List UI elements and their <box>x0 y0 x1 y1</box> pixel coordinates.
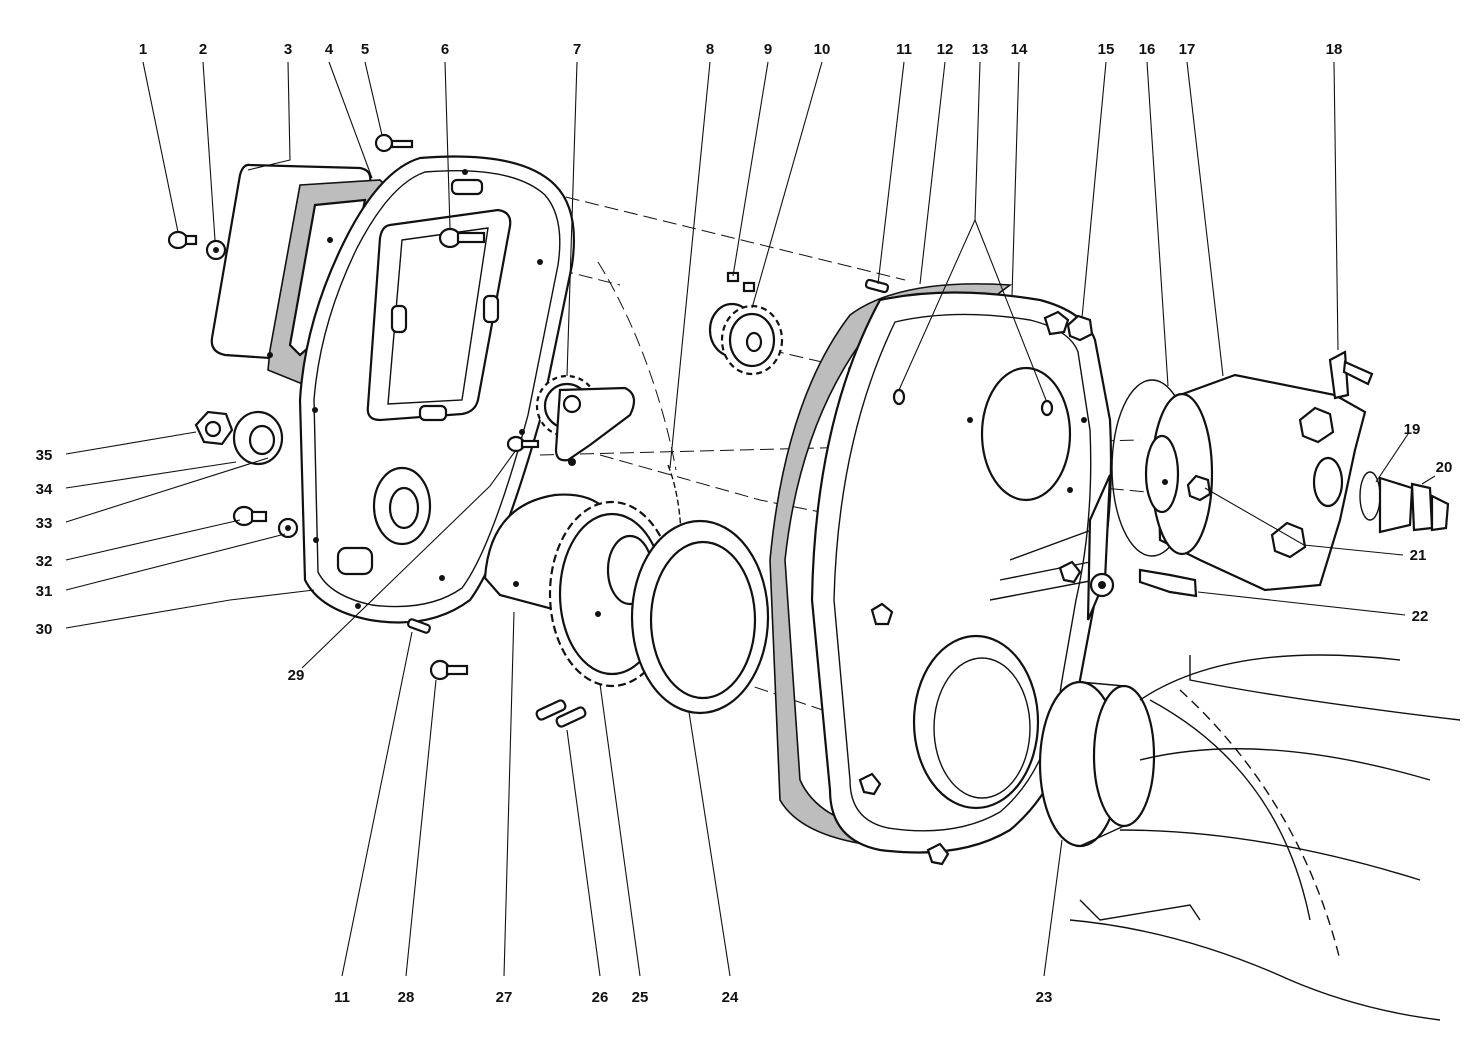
bolt-28 <box>429 659 469 681</box>
label-31: 31 <box>36 583 53 600</box>
label-35: 35 <box>36 447 53 464</box>
oil-seal <box>630 519 770 715</box>
drive-sprocket-with-hub <box>708 271 784 376</box>
label-29: 29 <box>288 667 305 684</box>
stud-29 <box>506 435 540 453</box>
crankshaft-background <box>1069 654 1461 1021</box>
label-26: 26 <box>592 989 609 1006</box>
nut-15 <box>1066 314 1094 342</box>
label-8: 8 <box>706 41 714 58</box>
label-19: 19 <box>1404 421 1421 438</box>
bolt-1 <box>167 230 198 250</box>
label-13: 13 <box>972 41 989 58</box>
washer-2 <box>205 239 227 261</box>
label-10: 10 <box>814 41 831 58</box>
label-33: 33 <box>36 515 53 532</box>
elbow-fitting-18 <box>1328 350 1374 400</box>
inner-timing-cover <box>810 291 1115 866</box>
label-30: 30 <box>36 621 53 638</box>
label-22: 22 <box>1412 608 1429 625</box>
washer-31 <box>277 517 299 539</box>
label-11-upper: 11 <box>896 41 912 58</box>
dowel-11-upper <box>864 278 890 294</box>
union-adaptor-20 <box>1378 476 1450 534</box>
nut-35 <box>194 410 234 446</box>
label-6: 6 <box>441 41 449 58</box>
stud-6 <box>438 227 486 249</box>
label-11-lower: 11 <box>334 989 350 1006</box>
part-number-labels: 1 2 3 4 5 6 7 8 9 10 11 12 13 14 15 16 1… <box>36 41 1453 1006</box>
screw-5 <box>374 133 414 153</box>
label-25: 25 <box>632 989 649 1006</box>
inner-cover-gasket <box>769 283 1013 846</box>
bolt-32 <box>232 505 268 527</box>
label-21: 21 <box>1410 547 1427 564</box>
label-18: 18 <box>1326 41 1343 58</box>
label-3: 3 <box>284 41 292 58</box>
dowel-11-lower <box>407 618 431 634</box>
leader-lines <box>65 61 1436 977</box>
label-32: 32 <box>36 553 53 570</box>
label-27: 27 <box>496 989 513 1006</box>
pressure-switch-22 <box>1138 568 1198 598</box>
outer-timing-cover <box>298 155 575 624</box>
oil-pump-body <box>1144 373 1367 592</box>
washer-34 <box>232 410 284 466</box>
label-9: 9 <box>764 41 772 58</box>
label-23: 23 <box>1036 989 1053 1006</box>
label-5: 5 <box>361 41 369 58</box>
label-24: 24 <box>722 989 739 1006</box>
label-14: 14 <box>1011 41 1028 58</box>
label-15: 15 <box>1098 41 1115 58</box>
label-17: 17 <box>1179 41 1196 58</box>
label-20: 20 <box>1436 459 1453 476</box>
seal-housing-23 <box>1038 680 1156 848</box>
label-7: 7 <box>573 41 581 58</box>
label-12: 12 <box>937 41 954 58</box>
label-4: 4 <box>325 41 334 58</box>
label-16: 16 <box>1139 41 1156 58</box>
o-ring-19 <box>1359 471 1381 521</box>
label-34: 34 <box>36 481 53 498</box>
chain-link-26 <box>535 699 587 728</box>
label-1: 1 <box>139 41 147 58</box>
label-28: 28 <box>398 989 415 1006</box>
label-2: 2 <box>199 41 207 58</box>
tensioner-sprocket <box>535 374 636 466</box>
